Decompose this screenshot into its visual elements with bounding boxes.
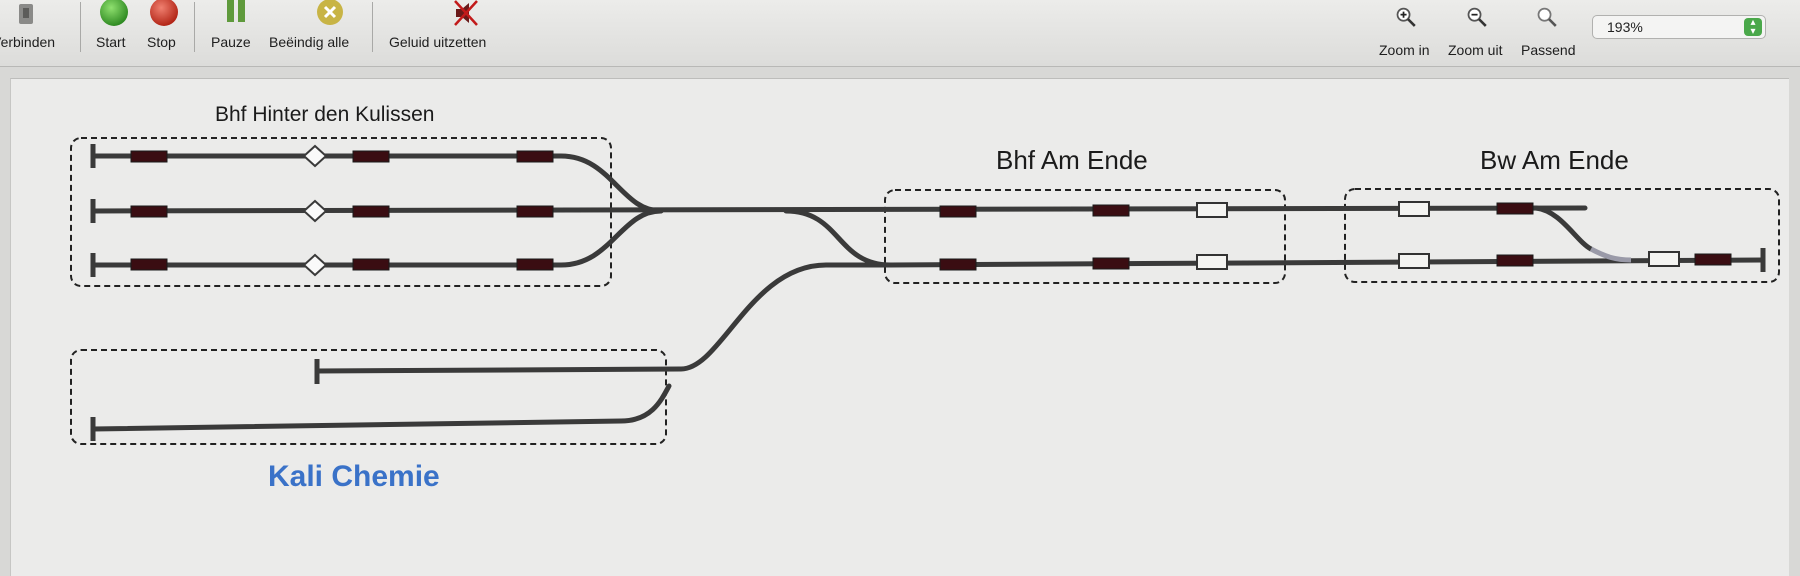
red-circle-icon xyxy=(150,0,178,26)
inactive-track xyxy=(1589,246,1632,263)
magnifier-plus-icon xyxy=(1396,7,1416,27)
occupied-block[interactable] xyxy=(1694,253,1732,266)
fit-button[interactable]: Passend xyxy=(1521,0,1575,60)
station-label-bw-am-ende: Bw Am Ende xyxy=(1480,145,1629,175)
track xyxy=(90,383,672,432)
connect-label: Verbinden xyxy=(0,34,56,50)
occupied-block[interactable] xyxy=(939,258,977,271)
occupied-block[interactable] xyxy=(516,150,554,163)
fit-label: Passend xyxy=(1521,42,1576,58)
zoom-level-value: 193% xyxy=(1607,19,1643,35)
signal-diamond[interactable] xyxy=(302,253,328,277)
occupied-block[interactable] xyxy=(1496,202,1534,215)
zoom-in-label: Zoom in xyxy=(1379,42,1430,58)
occupied-block[interactable] xyxy=(516,205,554,218)
occupied-block[interactable] xyxy=(1092,204,1130,217)
toolbar-separator xyxy=(372,2,373,52)
pause-button[interactable]: Pauze xyxy=(211,0,255,60)
signal-diamond[interactable] xyxy=(302,144,328,168)
start-label: Start xyxy=(96,34,126,50)
stop-all-button[interactable]: Beëindig alle xyxy=(269,0,361,60)
magnifier-minus-icon xyxy=(1467,7,1487,27)
occupied-block[interactable] xyxy=(352,150,390,163)
occupied-block[interactable] xyxy=(352,258,390,271)
connect-icon xyxy=(19,4,33,24)
occupied-block[interactable] xyxy=(939,205,977,218)
free-block[interactable] xyxy=(1196,254,1228,270)
occupied-block[interactable] xyxy=(516,258,554,271)
track-diagram xyxy=(70,137,1780,445)
zoom-level-select[interactable]: 193% ▴▾ xyxy=(1592,15,1766,39)
pause-label: Pauze xyxy=(211,34,251,50)
track xyxy=(90,153,664,214)
track xyxy=(90,208,664,268)
toolbar-separator xyxy=(194,2,195,52)
mute-button[interactable]: Geluid uitzetten xyxy=(389,0,503,60)
station-group-hinter xyxy=(70,137,612,287)
track-layout-canvas[interactable]: Bhf Hinter den Kulissen Bhf Am Ende Bw A… xyxy=(10,78,1789,576)
cross-circle-icon xyxy=(317,0,343,25)
station-label-bhf-am-ende: Bhf Am Ende xyxy=(996,145,1148,175)
occupied-block[interactable] xyxy=(130,258,168,271)
occupied-block[interactable] xyxy=(1496,254,1534,267)
stop-label: Stop xyxy=(147,34,176,50)
zoom-out-button[interactable]: Zoom uit xyxy=(1448,0,1508,60)
zoom-out-label: Zoom uit xyxy=(1448,42,1503,58)
free-block[interactable] xyxy=(1648,251,1680,267)
stop-button[interactable]: Stop xyxy=(147,0,181,60)
station-label-kali-chemie: Kali Chemie xyxy=(268,460,440,493)
green-circle-icon xyxy=(100,0,128,26)
free-block[interactable] xyxy=(1398,201,1430,217)
occupied-block[interactable] xyxy=(130,150,168,163)
station-group-bw-am-ende xyxy=(1344,188,1780,283)
free-block[interactable] xyxy=(1398,253,1430,269)
occupied-block[interactable] xyxy=(130,205,168,218)
zoom-in-button[interactable]: Zoom in xyxy=(1379,0,1435,60)
station-group-bhf-am-ende xyxy=(884,189,1286,284)
stop-all-label: Beëindig alle xyxy=(269,34,350,50)
speaker-muted-icon xyxy=(454,0,478,26)
toolbar: Verbinden Start Stop Pauze Beëindig alle xyxy=(0,0,1800,67)
mute-label: Geluid uitzetten xyxy=(389,34,487,50)
station-label-hinter: Bhf Hinter den Kulissen xyxy=(215,103,435,126)
pause-icon xyxy=(227,0,245,22)
occupied-block[interactable] xyxy=(1092,257,1130,270)
occupied-block[interactable] xyxy=(352,205,390,218)
signal-diamond[interactable] xyxy=(302,199,328,223)
free-block[interactable] xyxy=(1196,202,1228,218)
track xyxy=(1514,205,1594,252)
connect-button[interactable]: Verbinden xyxy=(0,0,68,60)
magnifier-icon xyxy=(1537,7,1557,27)
track xyxy=(314,262,894,374)
start-button[interactable]: Start xyxy=(96,0,132,60)
toolbar-separator xyxy=(80,2,81,52)
track xyxy=(90,205,1588,214)
stepper-arrows-icon: ▴▾ xyxy=(1744,18,1762,37)
